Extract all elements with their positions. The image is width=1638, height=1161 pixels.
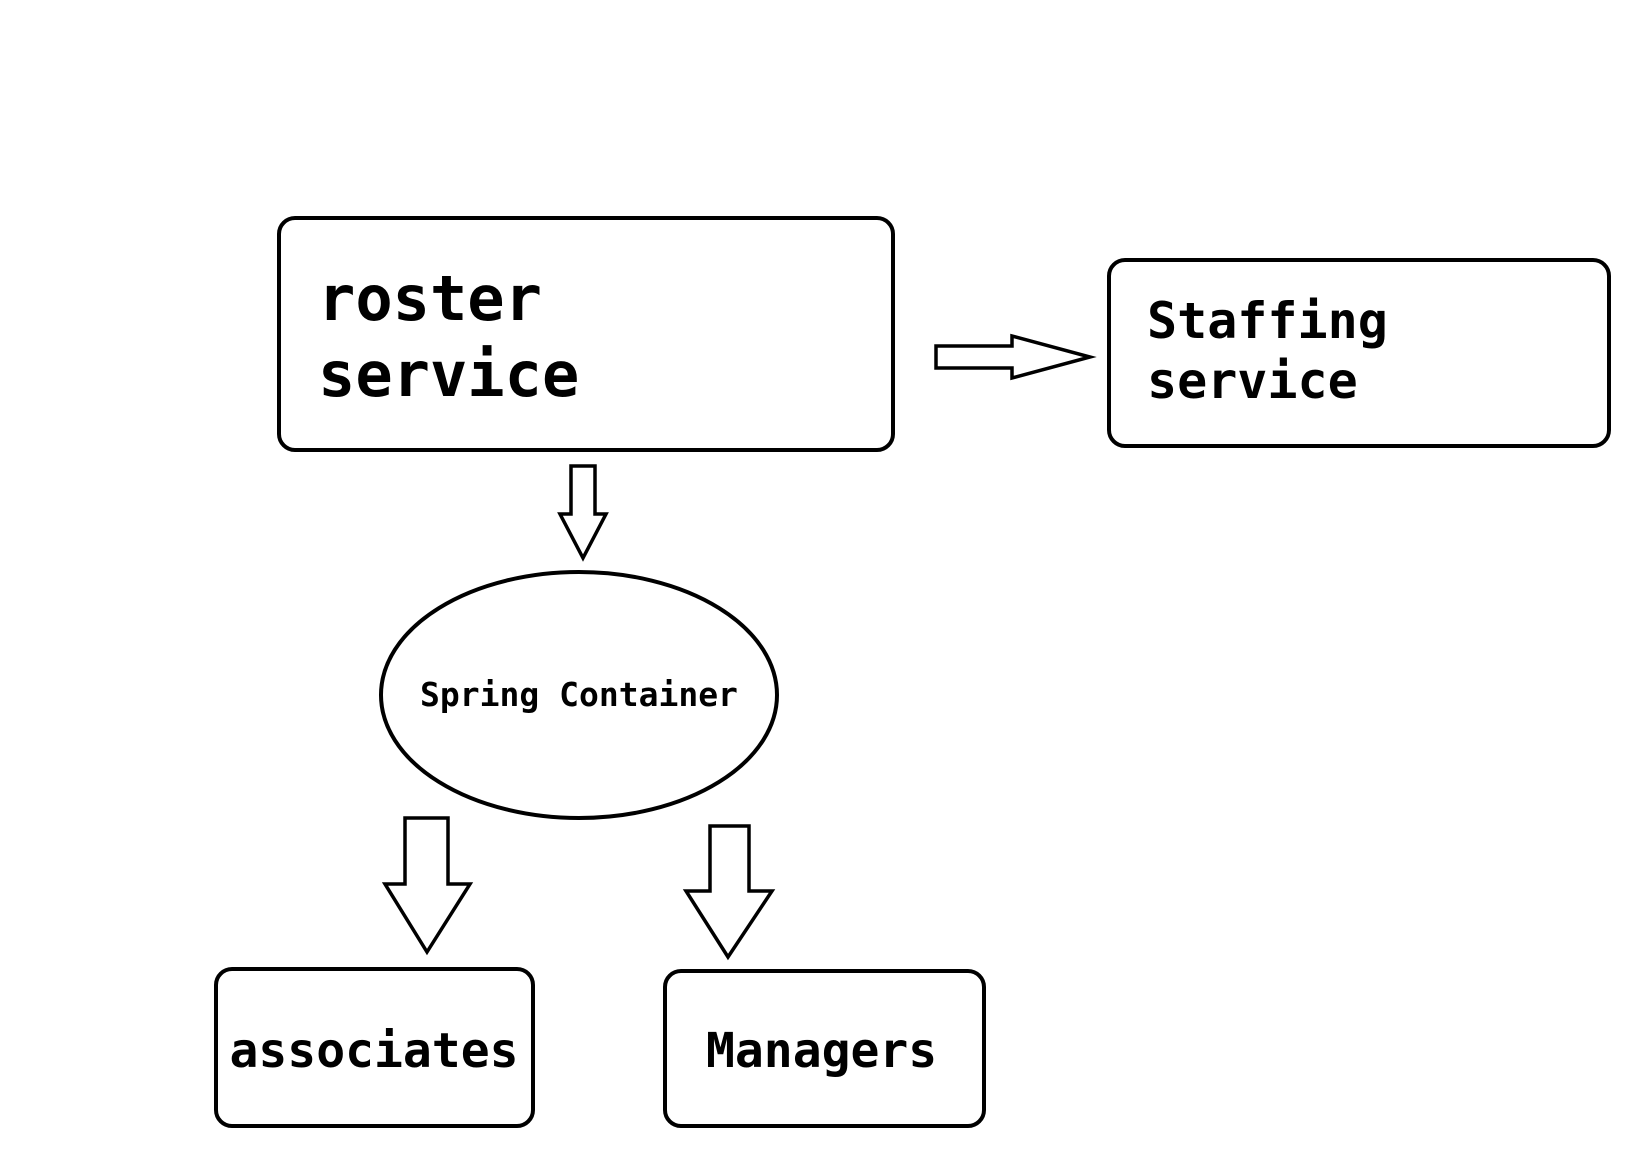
associates-label: associates (230, 1023, 519, 1079)
managers-label: Managers (706, 1023, 937, 1079)
spring-container-ellipse (379, 570, 779, 820)
roster-service-box (277, 216, 895, 452)
managers-box (663, 969, 986, 1128)
staffing-service-box (1107, 258, 1611, 448)
staffing-service-node: Staffing service (1107, 258, 1611, 448)
staffing-service-label-line2: service (1147, 352, 1358, 410)
spring-container-label: Spring Container (420, 675, 738, 714)
roster-service-label-line1: roster (318, 262, 542, 335)
managers-node: Managers (663, 969, 986, 1128)
staffing-service-label-line1: Staffing (1147, 292, 1388, 350)
roster-service-label-line2: service (318, 338, 579, 411)
associates-box (214, 967, 535, 1128)
roster-service-node: roster service (277, 216, 895, 452)
spring-container-node: Spring Container (379, 570, 779, 820)
down-arrow-icon (682, 824, 776, 961)
down-arrow-icon (381, 816, 474, 956)
associates-node: associates (214, 967, 535, 1128)
right-arrow-icon (934, 333, 1097, 381)
down-arrow-icon (557, 464, 609, 562)
